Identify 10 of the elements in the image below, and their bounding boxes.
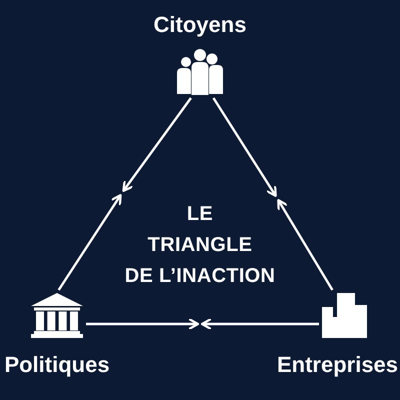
node-label: Citoyens — [154, 12, 246, 38]
arrow — [86, 318, 200, 330]
diagram-title: LE TRIANGLE DE L’INACTION — [124, 202, 276, 289]
node-label: Politiques — [4, 352, 110, 378]
node-label: Entreprises — [276, 352, 398, 378]
arrow — [200, 318, 319, 330]
arrow — [122, 97, 192, 192]
arrow — [58, 194, 122, 291]
arrow — [212, 97, 277, 197]
arrow — [277, 199, 334, 291]
